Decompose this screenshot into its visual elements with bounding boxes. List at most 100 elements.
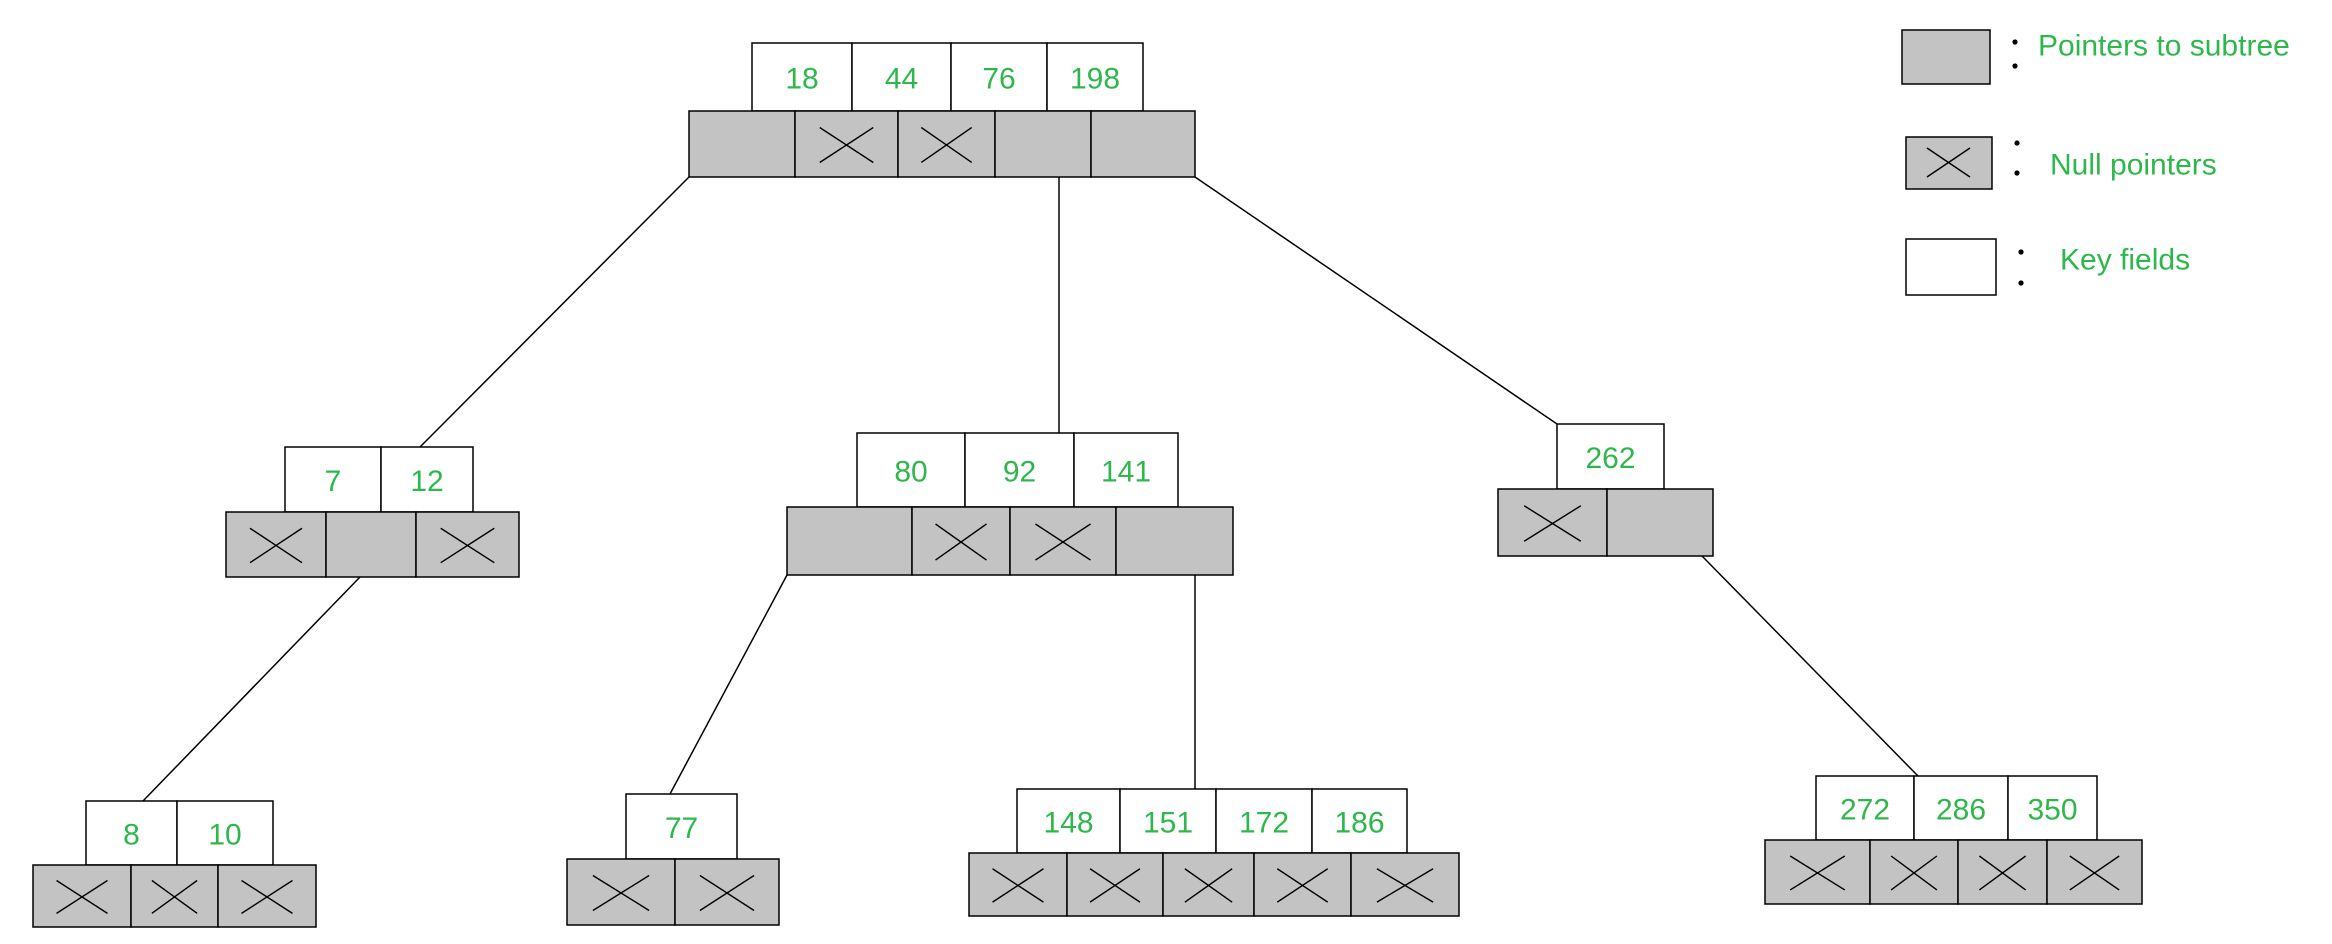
- b-tree-node: 262: [1497, 423, 1714, 557]
- null-pointer-cell: [911, 506, 1011, 576]
- b-tree-node: 8 10: [32, 800, 317, 928]
- key-value: 148: [1043, 807, 1093, 840]
- subtree-pointer-cell: [786, 506, 913, 576]
- null-pointer-cell: [897, 110, 996, 178]
- key-value: 80: [894, 456, 927, 489]
- null-pointer-cell: [566, 858, 676, 926]
- null-pointer-cross-icon: [151, 879, 198, 914]
- tree-edge: [1701, 555, 1919, 777]
- null-pointer-cross-icon: [1184, 868, 1233, 903]
- legend-colon-dot: [2018, 280, 2024, 286]
- null-pointer-cell: [794, 110, 899, 178]
- key-value: 198: [1070, 63, 1120, 96]
- null-pointer-cell: [1497, 488, 1608, 557]
- null-pointer-cross-icon: [241, 879, 293, 914]
- tree-edge: [142, 576, 361, 802]
- null-pointer-cross-icon: [1376, 868, 1434, 903]
- null-pointer-cell: [1009, 506, 1117, 576]
- null-pointer-cross-icon: [440, 527, 495, 564]
- null-pointer-cross-icon: [935, 523, 987, 561]
- key-field-cell: [1215, 788, 1313, 854]
- key-field-cell: [1046, 42, 1144, 112]
- key-field-cell: [176, 800, 274, 866]
- null-pointer-cell: [1162, 852, 1255, 917]
- null-pointer-cross-icon: [819, 126, 874, 164]
- legend-colon-dot: [2012, 39, 2018, 45]
- null-pointer-cell: [225, 511, 327, 578]
- null-pointer-cell: [415, 511, 520, 578]
- b-tree-node: 18 44 76 198: [688, 42, 1196, 178]
- legend-item-key: Key fields: [1905, 238, 2190, 296]
- subtree-pointer-cell: [325, 511, 417, 578]
- subtree-pointer-cell: [688, 110, 796, 178]
- null-pointer-cell: [130, 864, 219, 928]
- null-pointer-cross-icon: [1523, 505, 1582, 542]
- key-value: 77: [665, 812, 698, 845]
- null-pointer-cross-icon: [592, 874, 650, 912]
- null-pointer-cell: [1066, 852, 1164, 917]
- legend-item-pointer: Pointers to subtree: [1901, 29, 2290, 85]
- key-field-cell: [964, 432, 1075, 508]
- legend-label-null: Null pointers: [2050, 149, 2217, 182]
- key-value: 76: [982, 63, 1015, 96]
- null-pointer-cell: [1957, 839, 2048, 905]
- key-field-cell: [85, 800, 178, 866]
- null-pointer-cross-icon: [249, 527, 303, 564]
- subtree-pointer-cell: [1090, 110, 1196, 178]
- b-tree-node: 7 12: [225, 446, 520, 578]
- null-pointer-cross-icon: [1978, 855, 2027, 891]
- tree-edge: [419, 176, 690, 448]
- null-pointer-cell: [968, 852, 1068, 917]
- null-pointer-cross-icon: [1276, 868, 1329, 903]
- legend-pointer-swatch: [1901, 29, 1991, 85]
- legend-colon-dot: [2014, 140, 2020, 146]
- legend-colon-dot: [2012, 63, 2018, 69]
- key-value: 44: [885, 63, 918, 96]
- key-field-cell: [380, 446, 474, 513]
- legend-label-pointer: Pointers to subtree: [2038, 30, 2290, 63]
- null-pointer-cell: [674, 858, 780, 926]
- null-pointer-cross-icon: [920, 126, 973, 164]
- null-pointer-cell: [32, 864, 132, 928]
- key-value: 8: [123, 819, 140, 852]
- key-field-cell: [1556, 423, 1665, 490]
- legend-colon-dot: [2014, 170, 2020, 176]
- key-value: 18: [785, 63, 818, 96]
- tree-edge: [669, 574, 788, 795]
- key-field-cell: [625, 793, 738, 860]
- legend-item-null: Null pointers: [1905, 136, 2217, 190]
- key-value: 350: [2027, 794, 2077, 827]
- key-value: 172: [1239, 807, 1289, 840]
- key-field-cell: [1815, 775, 1915, 841]
- key-field-cell: [950, 42, 1048, 112]
- key-field-cell: [2007, 775, 2098, 841]
- null-pointer-cell: [217, 864, 317, 928]
- key-value: 10: [208, 819, 241, 852]
- legend-label-key: Key fields: [2060, 244, 2190, 277]
- null-pointer-cross-icon: [1035, 523, 1091, 561]
- key-field-cell: [1073, 432, 1179, 508]
- null-pointer-cross-icon: [1789, 855, 1846, 891]
- null-pointer-cell: [1869, 839, 1959, 905]
- subtree-pointer-cell: [1115, 506, 1234, 576]
- key-value: 272: [1840, 794, 1890, 827]
- key-value: 7: [325, 465, 342, 498]
- key-value: 262: [1585, 442, 1635, 475]
- null-pointer-cross-icon: [992, 868, 1044, 903]
- null-pointer-cross-icon: [699, 874, 755, 912]
- null-pointer-cross-icon: [56, 879, 108, 914]
- tree-edge: [1194, 176, 1558, 425]
- null-pointer-cell: [1764, 839, 1871, 905]
- key-field-cell: [851, 42, 952, 112]
- key-field-cell: [284, 446, 382, 513]
- key-value: 12: [410, 465, 443, 498]
- null-pointer-cross-icon: [2069, 855, 2120, 891]
- key-value: 141: [1101, 456, 1151, 489]
- null-pointer-cross-icon: [1890, 855, 1938, 891]
- key-field-cell: [1016, 788, 1121, 854]
